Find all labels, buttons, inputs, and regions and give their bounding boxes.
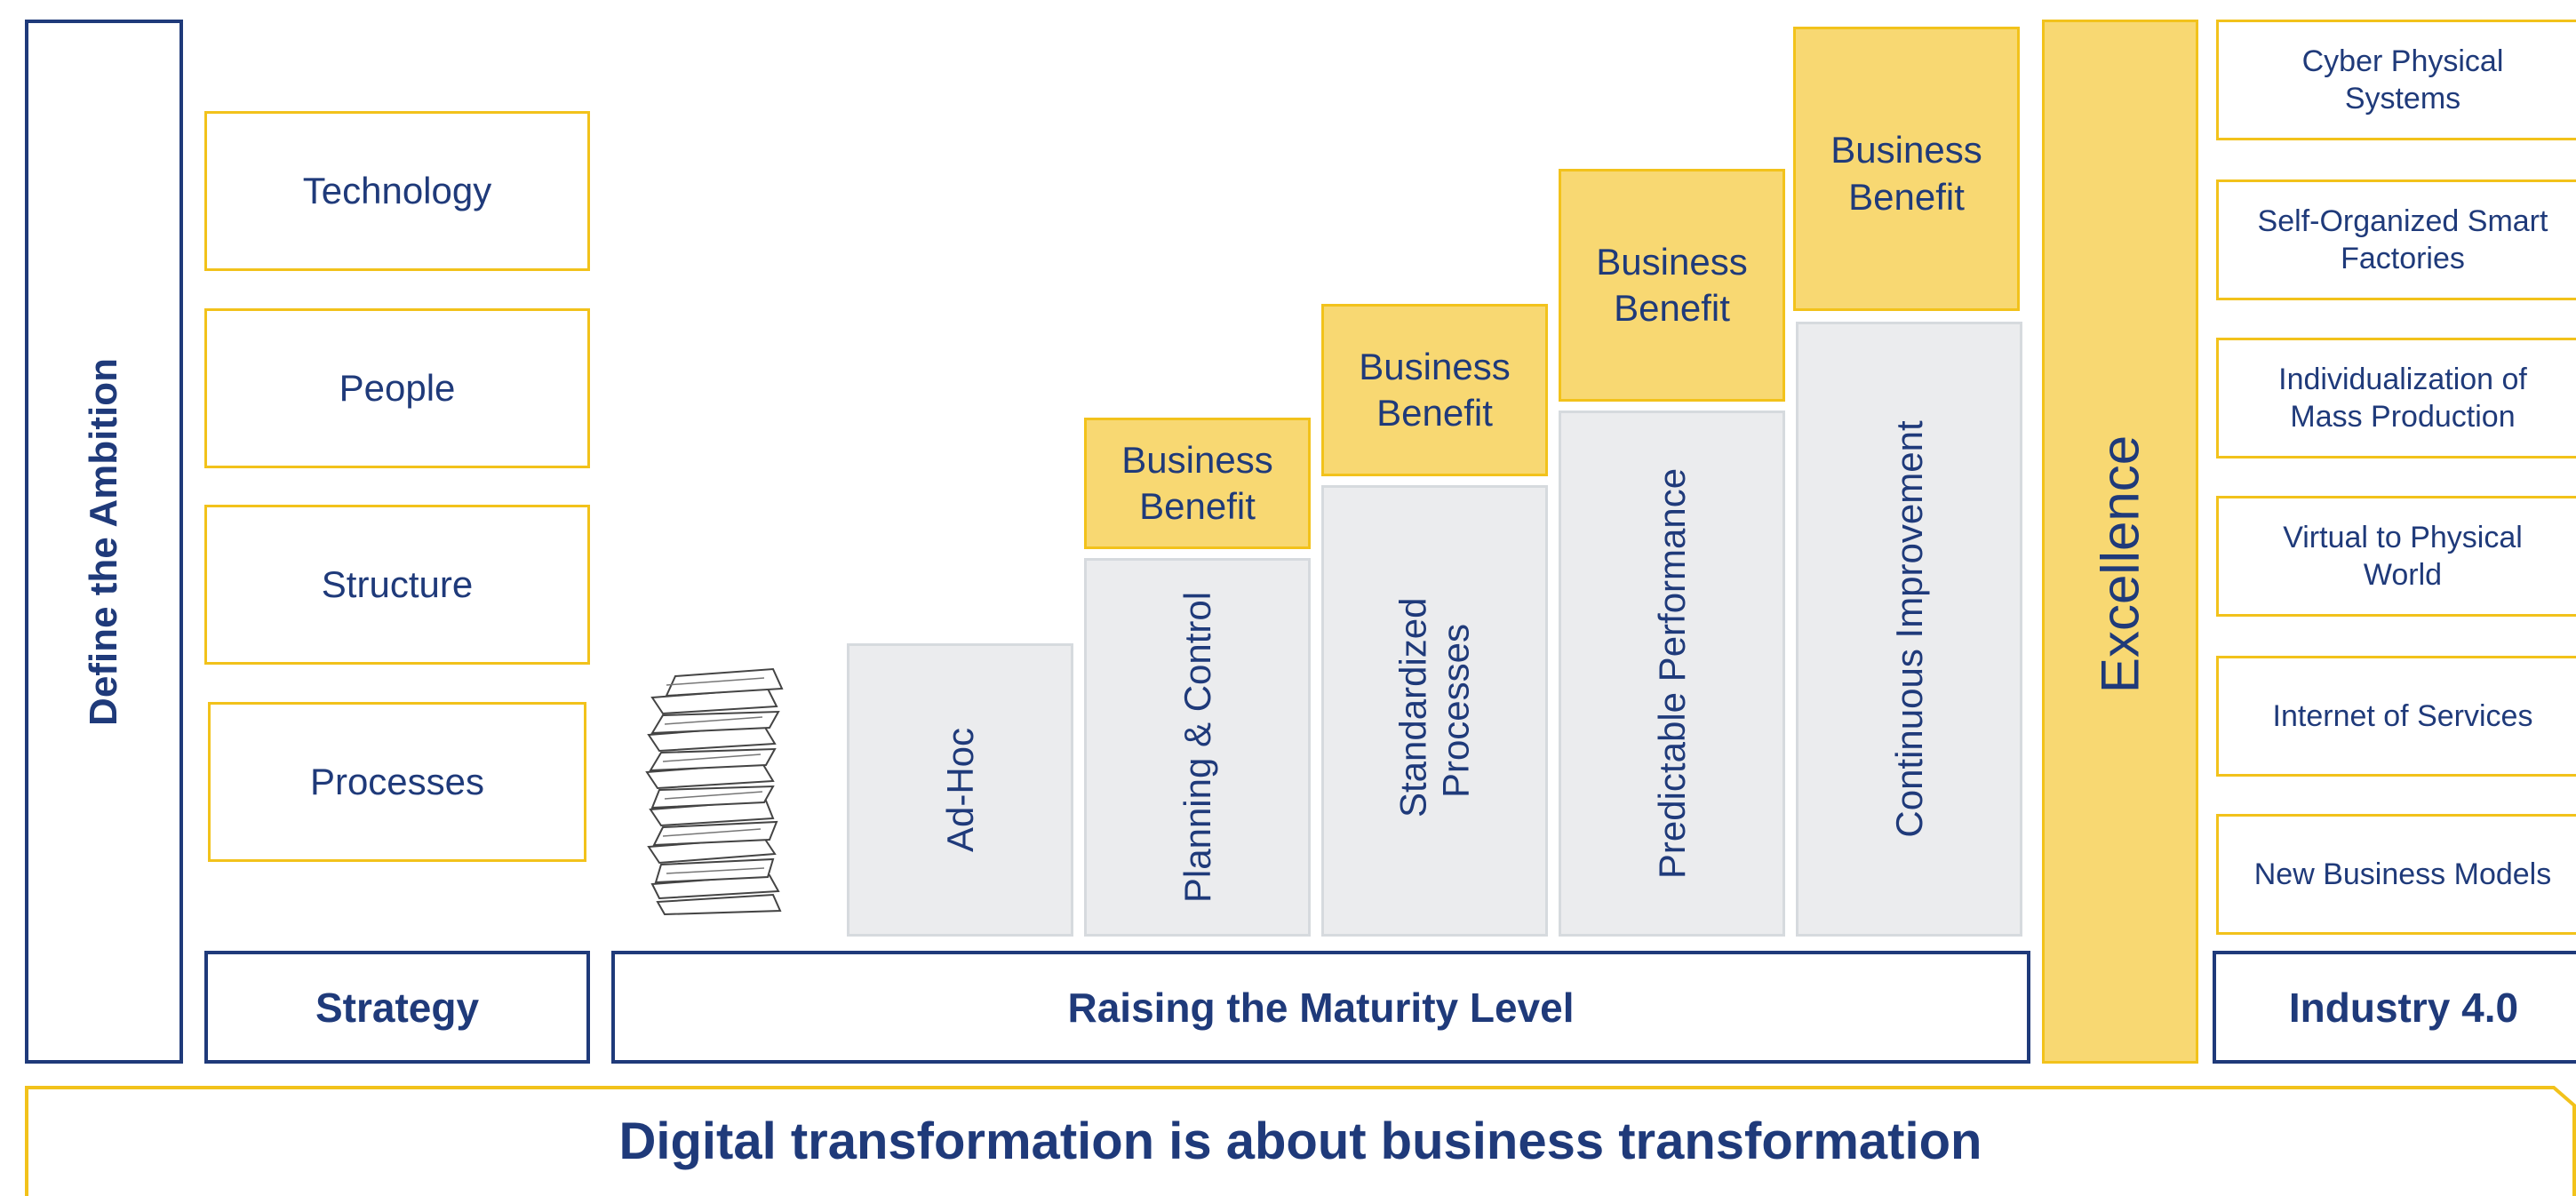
industry-item-smart-factories: Self-Organized Smart Factories bbox=[2216, 179, 2576, 300]
strategy-item-people: People bbox=[204, 308, 590, 468]
business-benefit-label: Business Benefit bbox=[1359, 345, 1511, 435]
business-benefit-3: Business Benefit bbox=[1559, 169, 1785, 402]
industry-item-internet-services: Internet of Services bbox=[2216, 656, 2576, 777]
maturity-footer-label: Raising the Maturity Level bbox=[1067, 984, 1575, 1031]
strategy-footer-label: Strategy bbox=[315, 984, 480, 1031]
industry-item-cyber-physical: Cyber Physical Systems bbox=[2216, 20, 2576, 140]
stage-standardized-processes: Standardized Processes bbox=[1321, 485, 1548, 937]
define-ambition-panel: Define the Ambition bbox=[25, 20, 183, 1064]
stage-label: Predictable Performance bbox=[1650, 467, 1693, 880]
industry-item-label: Virtual to Physical World bbox=[2283, 520, 2523, 593]
stage-label: Planning & Control bbox=[1176, 591, 1218, 904]
stage-predictable-performance: Predictable Performance bbox=[1559, 411, 1785, 937]
strategy-item-structure: Structure bbox=[204, 505, 590, 665]
excellence-panel: Excellence bbox=[2042, 20, 2198, 1064]
industry-item-label: Cyber Physical Systems bbox=[2301, 44, 2504, 116]
industry-item-individualization: Individualization of Mass Production bbox=[2216, 338, 2576, 458]
business-benefit-1: Business Benefit bbox=[1084, 418, 1311, 549]
industry-item-virtual-physical: Virtual to Physical World bbox=[2216, 496, 2576, 617]
stage-ad-hoc: Ad-Hoc bbox=[847, 643, 1073, 937]
business-benefit-2: Business Benefit bbox=[1321, 304, 1548, 476]
industry-item-business-models: New Business Models bbox=[2216, 814, 2576, 935]
business-benefit-4: Business Benefit bbox=[1793, 27, 2020, 311]
banner: Digital transformation is about business… bbox=[25, 1086, 2576, 1196]
strategy-item-processes: Processes bbox=[208, 702, 586, 862]
paper-stack-icon bbox=[645, 667, 784, 915]
industry-footer-label: Industry 4.0 bbox=[2288, 984, 2519, 1031]
industry-item-label: Internet of Services bbox=[2272, 698, 2533, 733]
stage-continuous-improvement: Continuous Improvement bbox=[1796, 322, 2022, 937]
industry-item-label: New Business Models bbox=[2253, 857, 2552, 891]
stage-planning-control: Planning & Control bbox=[1084, 558, 1311, 937]
stage-label: Continuous Improvement bbox=[1887, 420, 1930, 838]
business-benefit-label: Business Benefit bbox=[1121, 438, 1273, 528]
business-benefit-label: Business Benefit bbox=[1830, 129, 1982, 218]
industry-item-label: Self-Organized Smart Factories bbox=[2257, 203, 2548, 276]
strategy-item-technology: Technology bbox=[204, 111, 590, 271]
stage-label: Ad-Hoc bbox=[938, 727, 981, 853]
stage-label: Standardized Processes bbox=[1392, 597, 1477, 817]
strategy-item-label: Technology bbox=[302, 170, 492, 211]
industry-footer: Industry 4.0 bbox=[2213, 951, 2576, 1064]
banner-arrow-shape bbox=[25, 1086, 2576, 1196]
maturity-footer: Raising the Maturity Level bbox=[611, 951, 2030, 1064]
business-benefit-label: Business Benefit bbox=[1596, 240, 1748, 330]
excellence-label: Excellence bbox=[2090, 435, 2150, 694]
industry-item-label: Individualization of Mass Production bbox=[2278, 362, 2527, 435]
banner-text: Digital transformation is about business… bbox=[618, 1112, 1982, 1170]
strategy-footer: Strategy bbox=[204, 951, 590, 1064]
strategy-item-label: Processes bbox=[309, 761, 485, 802]
define-ambition-label: Define the Ambition bbox=[82, 357, 125, 726]
strategy-item-label: Structure bbox=[321, 563, 474, 605]
strategy-item-label: People bbox=[339, 367, 456, 409]
